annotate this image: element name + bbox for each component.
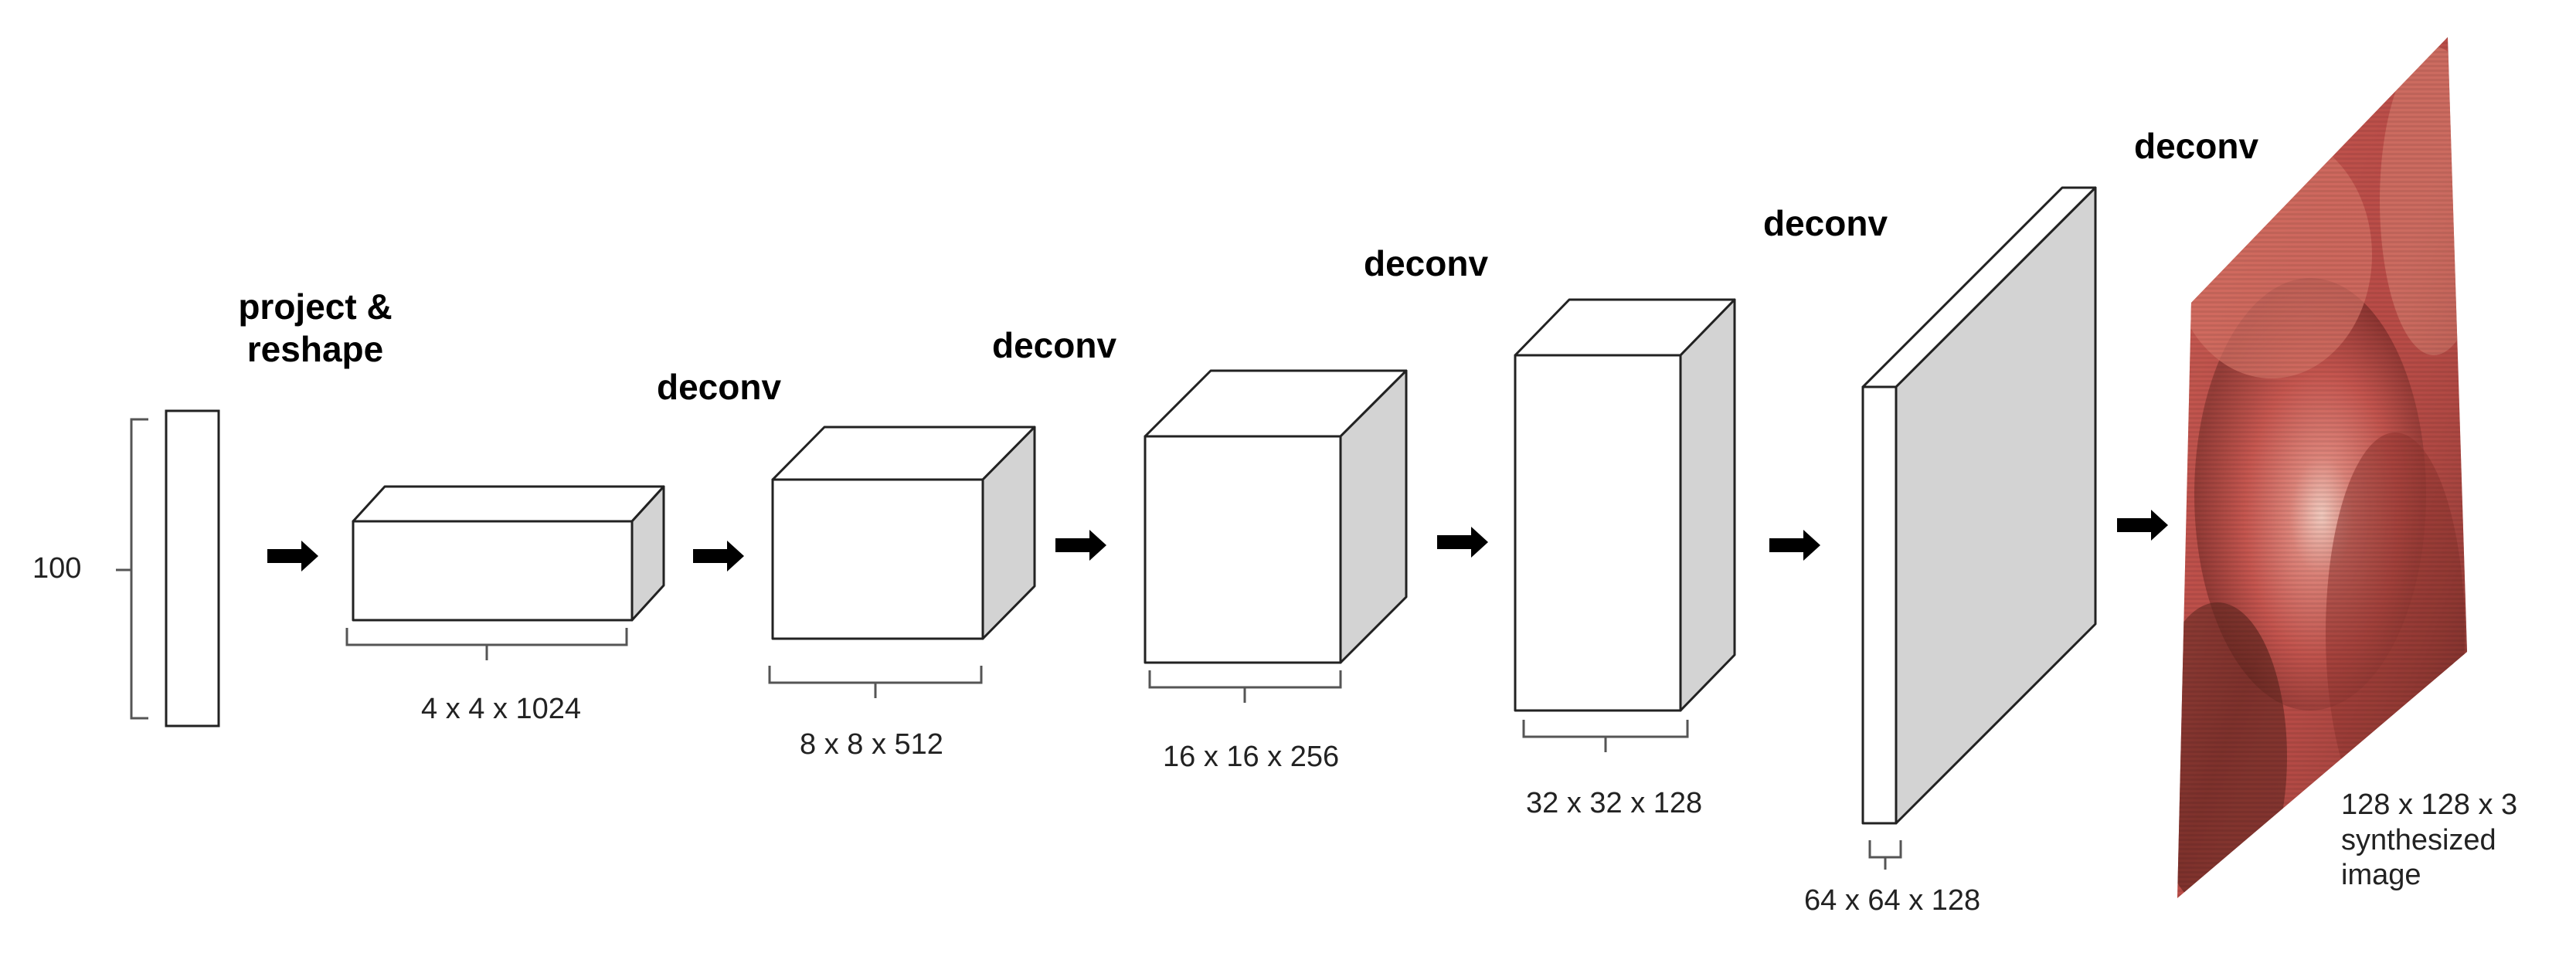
right-arrow-icon: [693, 541, 744, 571]
right-arrow-icon: [1055, 530, 1106, 561]
right-arrow-icon: [1437, 527, 1488, 558]
dim-label-32x32x128: 32 x 32 x 128: [1526, 787, 1703, 819]
input-size-label: 100: [32, 552, 82, 585]
op-label-deconv-5: deconv: [2134, 126, 2259, 166]
input-vector: [116, 409, 220, 727]
output-dim-label: 128 x 128 x 3: [2341, 789, 2518, 821]
feature-map-8x8x512: [771, 426, 1036, 640]
dim-label-4x4x1024: 4 x 4 x 1024: [421, 693, 582, 725]
bracket-16x16x256: [1148, 670, 1342, 703]
right-arrow-icon: [267, 541, 318, 571]
feature-map-64x64x128: [1861, 186, 2097, 825]
bracket-4x4x1024: [345, 628, 628, 660]
bracket-32x32x128: [1522, 720, 1689, 752]
dim-label-16x16x256: 16 x 16 x 256: [1163, 741, 1340, 773]
op-label-project-reshape-line1: project &: [238, 287, 393, 327]
feature-map-32x32x128: [1514, 298, 1736, 712]
output-caption: 128 x 128 x 3 synthesized image: [2341, 788, 2517, 894]
bracket-64x64x128: [1868, 840, 1902, 870]
input-vector-brace: [130, 418, 148, 720]
op-label-project-reshape-line2: reshape: [246, 329, 384, 370]
op-label-deconv-3: deconv: [1364, 243, 1489, 283]
feature-map-4x4x1024: [352, 485, 665, 622]
output-caption-line1: synthesized: [2341, 823, 2496, 856]
op-label-deconv-4: deconv: [1763, 203, 1888, 243]
dim-label-64x64x128: 64 x 64 x 128: [1804, 884, 1981, 917]
arrows: [267, 510, 2168, 571]
right-arrow-icon: [1769, 530, 1820, 561]
right-arrow-icon: [2117, 510, 2168, 541]
dim-label-8x8x512: 8 x 8 x 512: [800, 728, 943, 761]
bracket-8x8x512: [768, 666, 983, 698]
op-label-deconv-2: deconv: [992, 325, 1117, 365]
op-label-project-reshape: project & reshape: [230, 286, 400, 371]
output-caption-line2: image: [2341, 859, 2421, 892]
op-label-deconv-1: deconv: [657, 367, 782, 407]
feature-map-16x16x256: [1144, 369, 1408, 664]
